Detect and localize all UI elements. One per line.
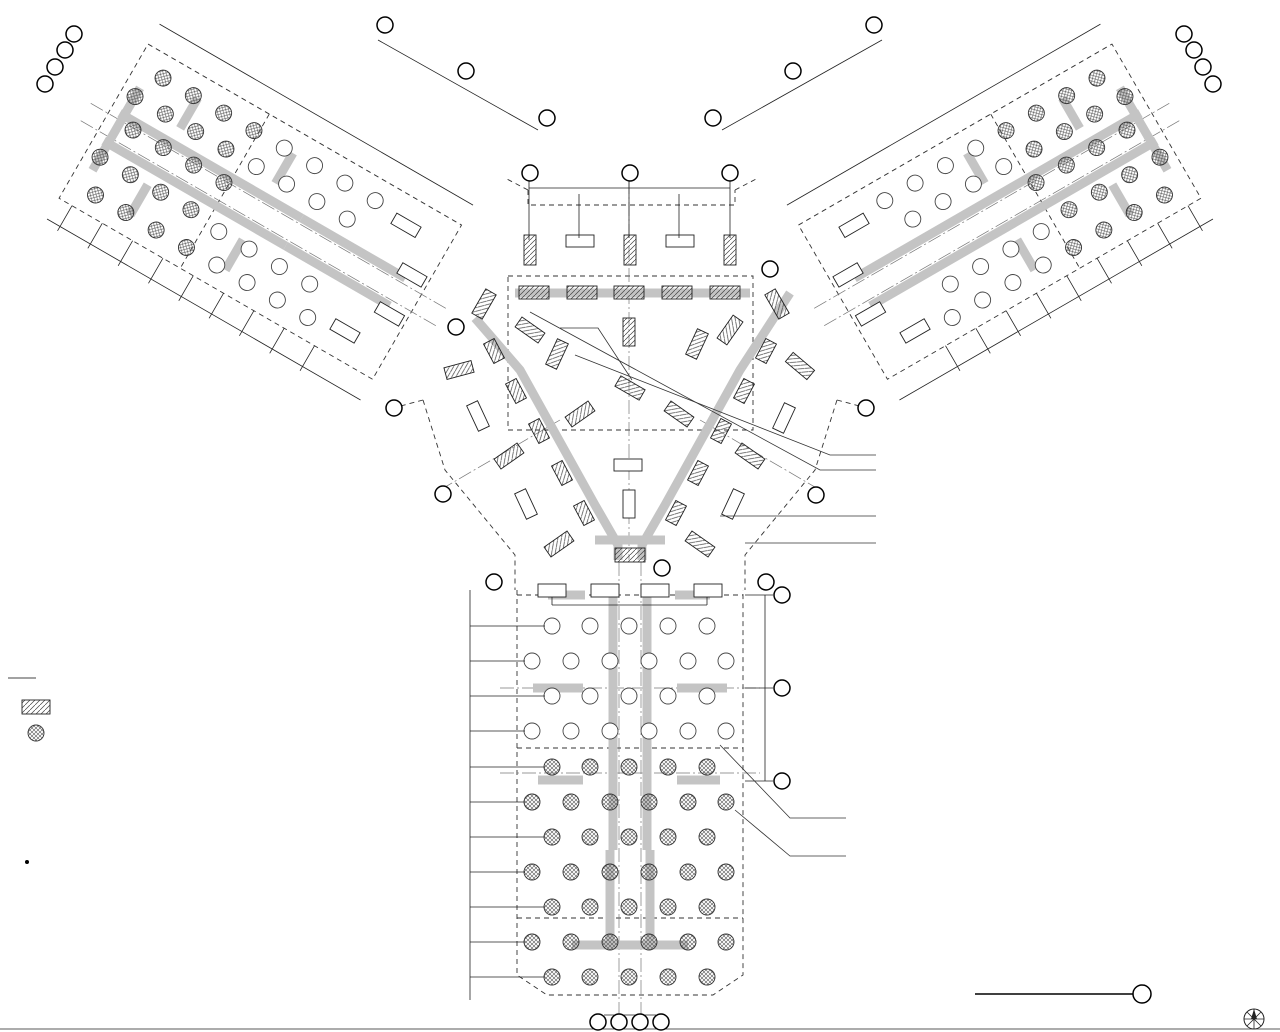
left-wing-columns: [87, 69, 384, 326]
grid-bubble: [447, 318, 465, 336]
grid-bubble: [761, 260, 779, 278]
legend: [8, 677, 51, 864]
grid-bubble: [376, 16, 394, 34]
grid-bubble: [721, 164, 739, 182]
bottom-wing-leaders: [719, 744, 846, 857]
right-wing-dimensions: [786, 23, 1214, 401]
grid-bubble: [65, 25, 83, 43]
right-wing-beams: [832, 212, 931, 344]
grid-bubble: [773, 772, 791, 790]
wing-outline-connectors: [377, 39, 883, 409]
north-arrow-icon: [1243, 1008, 1265, 1030]
grid-bubbles: [36, 16, 1222, 1031]
legend-beam-symbol: [21, 699, 51, 715]
grid-bubble: [784, 62, 802, 80]
grid-bubble: [46, 58, 64, 76]
grid-bubble: [865, 16, 883, 34]
grid-bubble: [857, 399, 875, 417]
legend-column-symbol: [27, 724, 45, 742]
grid-bubble: [1194, 58, 1212, 76]
grid-bubble: [1204, 75, 1222, 93]
left-wing: [46, 23, 474, 401]
grid-bubble: [521, 164, 539, 182]
left-wing-beams: [329, 212, 428, 344]
hub-leaders: [529, 311, 876, 544]
central-hub: [422, 180, 876, 590]
grid-bubble: [1175, 25, 1193, 43]
grid-bubble: [385, 399, 403, 417]
scale-bar: [975, 984, 1152, 1004]
grid-bubble: [704, 109, 722, 127]
grid-bubble: [652, 1013, 670, 1031]
bottom-wing: [0, 540, 1280, 1030]
grid-bubble: [807, 486, 825, 504]
scale-bar-end-bubble: [1132, 984, 1152, 1004]
hub-beams: [443, 234, 816, 563]
right-wing: [786, 23, 1214, 401]
grid-bubble: [653, 559, 671, 577]
grid-bubble: [757, 573, 775, 591]
grid-bubble: [773, 586, 791, 604]
grid-bubble: [56, 41, 74, 59]
hub-dimensions: [528, 180, 731, 240]
grid-bubble: [621, 164, 639, 182]
bottom-wing-beams: [537, 583, 723, 598]
grid-bubble: [485, 573, 503, 591]
right-wing-columns: [876, 69, 1173, 326]
bottom-wing-dimensions: [0, 590, 1280, 1030]
bottom-wing-columns: [523, 617, 735, 986]
grid-bubble: [434, 485, 452, 503]
grid-bubble: [538, 109, 556, 127]
legend-dot-symbol: [25, 860, 29, 864]
grid-bubble: [631, 1013, 649, 1031]
grid-bubble: [773, 679, 791, 697]
grid-bubble: [36, 75, 54, 93]
grid-bubble: [610, 1013, 628, 1031]
grid-bubble: [457, 62, 475, 80]
grid-bubble: [589, 1013, 607, 1031]
left-wing-dimensions: [46, 23, 474, 401]
grid-bubble: [1185, 41, 1203, 59]
